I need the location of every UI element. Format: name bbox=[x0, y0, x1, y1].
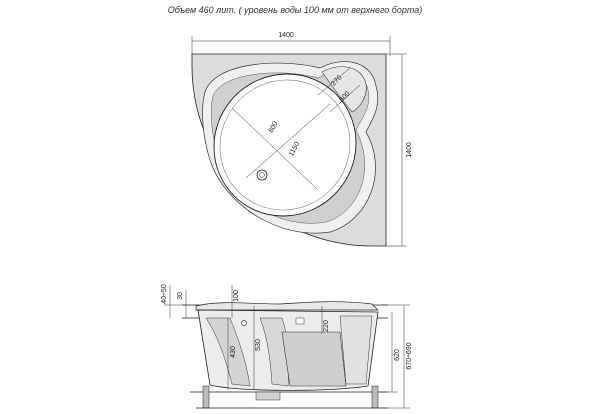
water-label: 100 bbox=[233, 290, 240, 302]
overflow-icon bbox=[241, 320, 247, 326]
rim-small-label: 30 bbox=[177, 292, 184, 300]
top-view: 1400 1400 800 1150 270 600 bbox=[191, 32, 413, 247]
width-label: 1400 bbox=[278, 32, 294, 39]
headrest bbox=[321, 66, 367, 113]
rim-label: 40÷50 bbox=[161, 284, 168, 304]
bowl-width-label: 800 bbox=[268, 120, 280, 134]
drain-siphon bbox=[255, 391, 281, 401]
side-view: 40÷50 30 100 430 530 220 620 670÷690 bbox=[161, 284, 413, 409]
seat-label: 220 bbox=[323, 320, 330, 332]
height-label: 620 bbox=[394, 349, 401, 361]
inner-label: 430 bbox=[230, 346, 237, 358]
tub-bowl bbox=[213, 73, 357, 217]
bowl-length-line bbox=[245, 103, 331, 179]
side-depth-label: 530 bbox=[255, 339, 262, 351]
bowl-width-line bbox=[231, 107, 319, 191]
depth-label: 1400 bbox=[406, 142, 413, 158]
side-seat bbox=[281, 331, 347, 387]
leg-right bbox=[371, 385, 379, 409]
side-rim bbox=[195, 301, 379, 311]
total-height-label: 670÷690 bbox=[406, 342, 413, 369]
volume-caption: Объем 460 лит. ( уровень воды 100 мм от … bbox=[167, 5, 423, 15]
leg-left bbox=[202, 385, 210, 409]
drain-icon bbox=[256, 169, 268, 181]
